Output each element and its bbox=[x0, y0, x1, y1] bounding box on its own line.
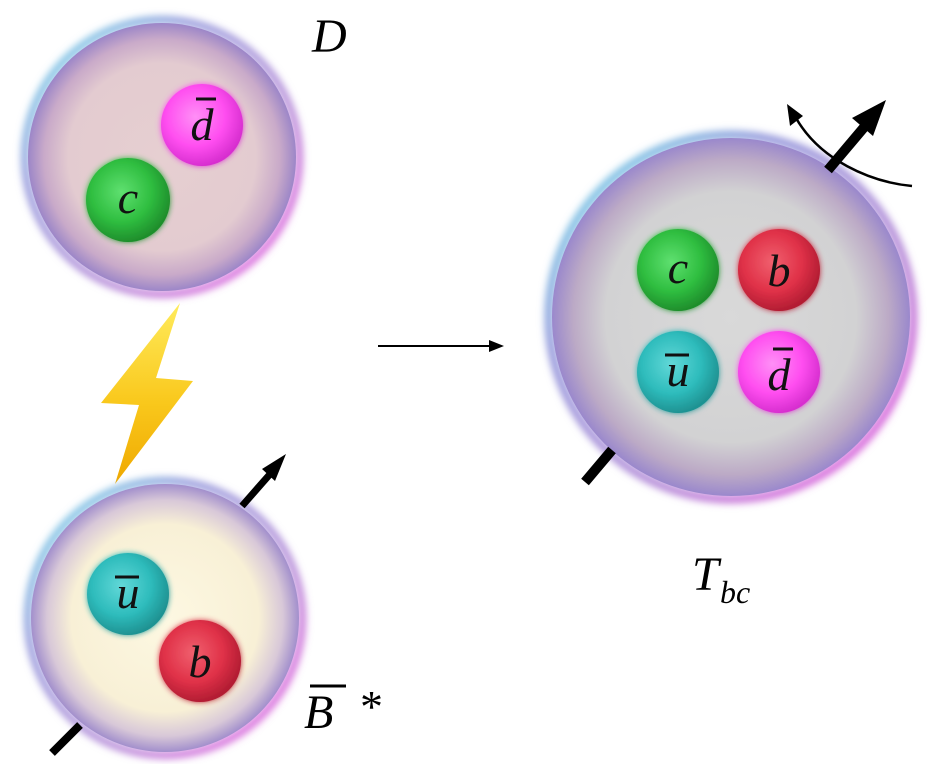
tetraquark-label-subscript: bc bbox=[720, 574, 750, 610]
spin-arrow-icon bbox=[581, 100, 886, 486]
right-arrow-icon bbox=[378, 340, 504, 352]
quark-c: c bbox=[637, 229, 719, 311]
spin-arrow-icon bbox=[49, 454, 286, 756]
quark-c-label: c bbox=[118, 172, 138, 223]
tetraquark-label: T bc bbox=[692, 548, 750, 610]
quark-d-bar: d bbox=[738, 331, 820, 413]
d-meson-label: D bbox=[311, 10, 347, 63]
d-meson: c d bbox=[21, 16, 303, 298]
tetraquark-quark-d-bar-label: d bbox=[768, 349, 792, 400]
d-meson-body bbox=[28, 23, 296, 291]
tetraquark-rim bbox=[545, 131, 917, 503]
quark-d-bar-label: d bbox=[191, 99, 215, 150]
tetraquark-body bbox=[552, 138, 910, 496]
tetraquark-quark-c-label: c bbox=[668, 242, 688, 293]
tetraquark-quark-b-label: b bbox=[768, 245, 791, 296]
b-star-meson: u b bbox=[24, 477, 306, 759]
quark-u-bar: u bbox=[87, 553, 169, 635]
b-star-label-suffix: * bbox=[360, 681, 383, 732]
quark-u-bar: u bbox=[637, 331, 719, 413]
quark-d-bar: d bbox=[161, 84, 243, 166]
tetraquark: c b u d bbox=[545, 131, 917, 503]
quark-b: b bbox=[159, 620, 241, 702]
quark-b-label: b bbox=[189, 636, 212, 687]
d-meson-rim bbox=[21, 16, 303, 298]
b-star-meson-rim bbox=[24, 477, 306, 759]
quark-u-bar-label: u bbox=[117, 567, 140, 618]
quark-c: c bbox=[86, 158, 170, 242]
b-star-label-letter: B bbox=[304, 686, 333, 739]
b-star-meson-body bbox=[31, 484, 299, 752]
quark-b: b bbox=[738, 229, 820, 311]
curved-arrow-icon bbox=[787, 104, 913, 188]
b-star-meson-label: B * bbox=[304, 681, 383, 739]
tetraquark-label-letter: T bbox=[692, 548, 722, 601]
tetraquark-quark-u-bar-label: u bbox=[667, 345, 690, 396]
lightning-bolt-icon bbox=[101, 303, 193, 484]
